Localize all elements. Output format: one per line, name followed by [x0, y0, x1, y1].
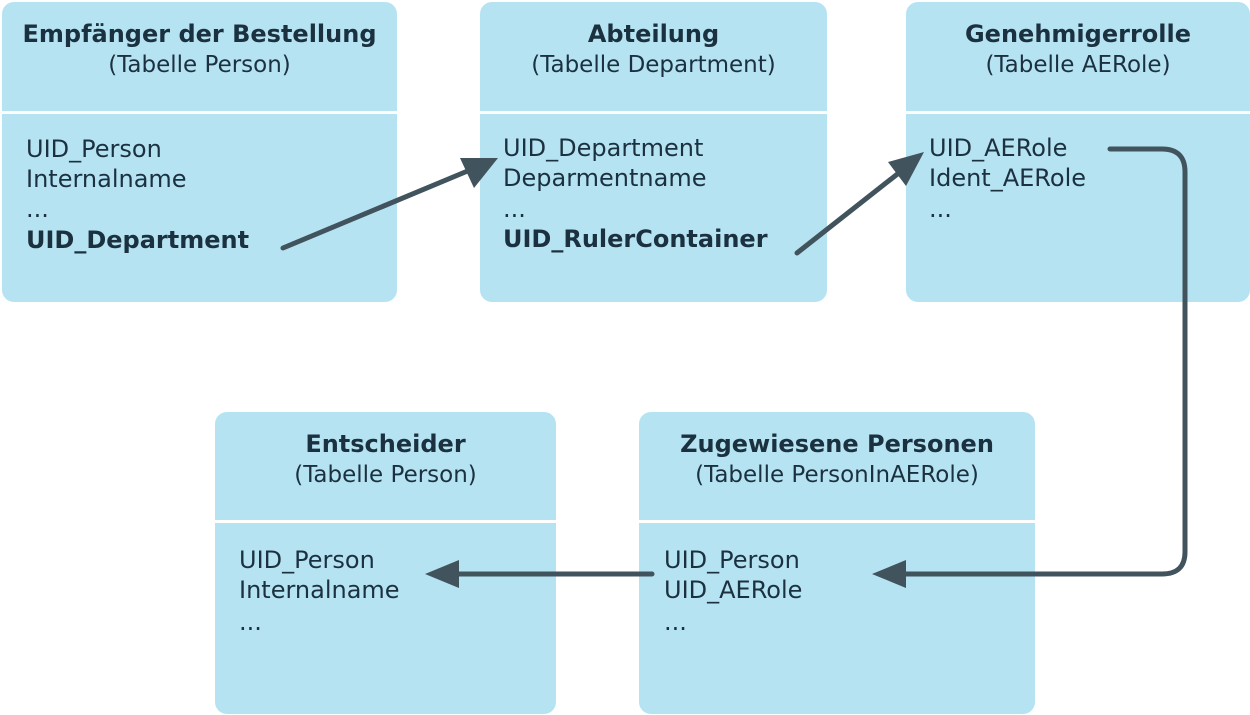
table-box-abteilung: Abteilung (Tabelle Department) UID_Depar… — [480, 2, 827, 302]
table-divider — [906, 111, 1250, 114]
field-internalname: Internalname — [239, 576, 400, 604]
table-divider — [2, 111, 397, 114]
table-box-entscheider: Entscheider (Tabelle Person) UID_Person … — [215, 412, 556, 714]
table-subtitle-entscheider: (Tabelle Person) — [294, 462, 477, 488]
field-deparmentname: Deparmentname — [503, 164, 707, 192]
table-box-zugewiesene: Zugewiesene Personen (Tabelle PersonInAE… — [639, 412, 1035, 714]
field-uid-aerole: UID_AERole — [929, 134, 1068, 162]
field-ellipsis: ... — [929, 195, 952, 223]
field-ellipsis: ... — [239, 608, 262, 636]
table-title-zugewiesene: Zugewiesene Personen — [680, 430, 994, 458]
field-uid-aerole: UID_AERole — [664, 576, 803, 604]
table-title-empfaenger: Empfänger der Bestellung — [22, 20, 377, 48]
table-divider — [480, 111, 827, 114]
table-box-genehmigerrolle: Genehmigerrolle (Tabelle AERole) UID_AER… — [906, 2, 1250, 302]
field-ident-aerole: Ident_AERole — [929, 164, 1086, 192]
field-ellipsis: ... — [503, 195, 526, 223]
field-uid-department-key: UID_Department — [26, 226, 250, 254]
table-subtitle-empfaenger: (Tabelle Person) — [108, 52, 291, 78]
field-uid-department: UID_Department — [503, 134, 704, 162]
table-divider — [639, 520, 1035, 523]
table-divider — [215, 520, 556, 523]
table-subtitle-genehmigerrolle: (Tabelle AERole) — [985, 52, 1171, 78]
field-ellipsis: ... — [664, 608, 687, 636]
table-title-genehmigerrolle: Genehmigerrolle — [964, 20, 1191, 48]
field-ellipsis: ... — [26, 195, 49, 223]
table-title-abteilung: Abteilung — [587, 20, 720, 48]
field-uid-person: UID_Person — [26, 135, 162, 163]
field-uid-person: UID_Person — [664, 546, 800, 574]
table-box-empfaenger: Empfänger der Bestellung (Tabelle Person… — [2, 2, 397, 302]
table-subtitle-zugewiesene: (Tabelle PersonInAERole) — [695, 462, 979, 488]
field-internalname: Internalname — [26, 165, 187, 193]
field-uid-rulercontainer-key: UID_RulerContainer — [503, 225, 768, 253]
field-uid-person: UID_Person — [239, 546, 375, 574]
table-title-entscheider: Entscheider — [305, 430, 466, 458]
table-subtitle-abteilung: (Tabelle Department) — [531, 52, 776, 78]
